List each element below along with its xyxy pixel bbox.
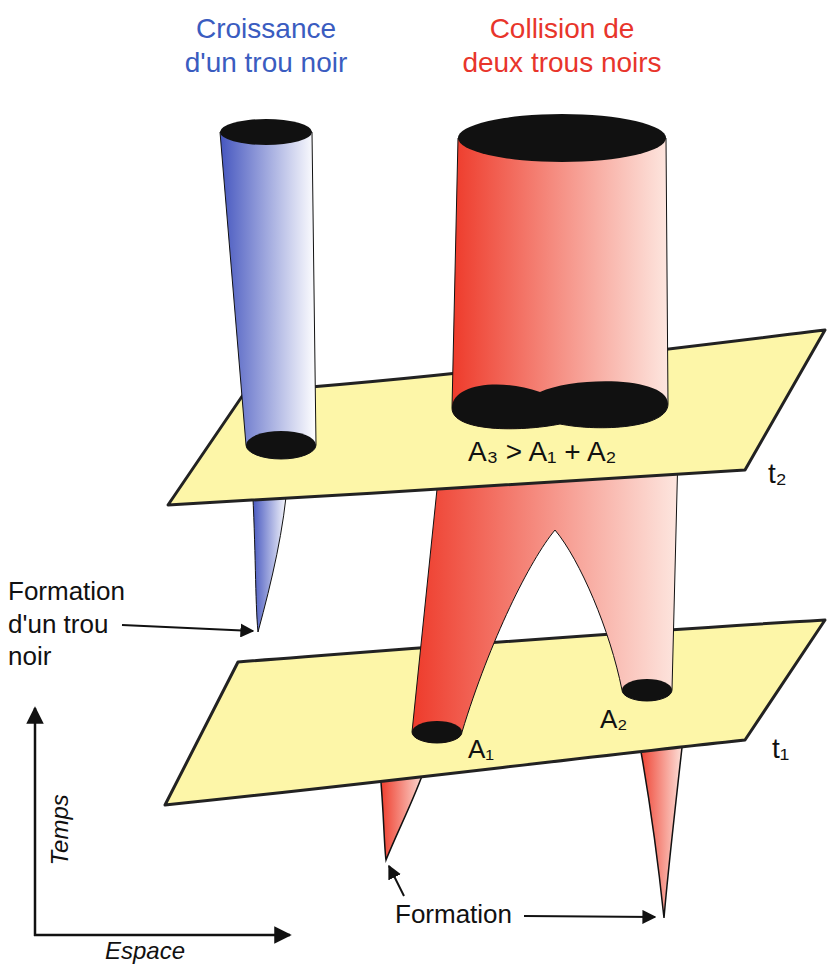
merging-horizons bbox=[412, 452, 678, 743]
horizon-section bbox=[220, 119, 312, 145]
time-slice-plane bbox=[165, 620, 825, 805]
horizon-section bbox=[412, 721, 462, 743]
space-axis bbox=[34, 934, 290, 937]
axis-label: Temps bbox=[46, 794, 74, 865]
growing-horizon bbox=[220, 132, 316, 459]
horizon-section bbox=[458, 114, 666, 162]
merged-horizon bbox=[452, 138, 668, 429]
section-heading: Croissance d'un trou noir bbox=[176, 12, 356, 79]
horizon-section bbox=[622, 679, 672, 701]
time-label: t₁ bbox=[772, 733, 789, 765]
pointer-arrow bbox=[524, 916, 655, 917]
horizon-section bbox=[452, 381, 668, 429]
area-label: A₂ bbox=[600, 705, 627, 735]
pointer-arrow bbox=[122, 625, 253, 631]
annotation: Formation bbox=[395, 900, 512, 930]
horizon-section bbox=[246, 431, 316, 459]
annotation: Formation d'un trou noir bbox=[8, 575, 130, 673]
axis-label: Espace bbox=[105, 937, 185, 965]
area-relation: A₃ > A₁ + A₂ bbox=[468, 436, 616, 468]
section-heading: Collision de deux trous noirs bbox=[459, 12, 665, 79]
area-label: A₁ bbox=[468, 735, 494, 765]
time-axis bbox=[34, 708, 37, 936]
time-label: t₂ bbox=[768, 458, 787, 490]
pointer-arrow bbox=[389, 866, 404, 896]
formation-spike bbox=[638, 730, 684, 918]
